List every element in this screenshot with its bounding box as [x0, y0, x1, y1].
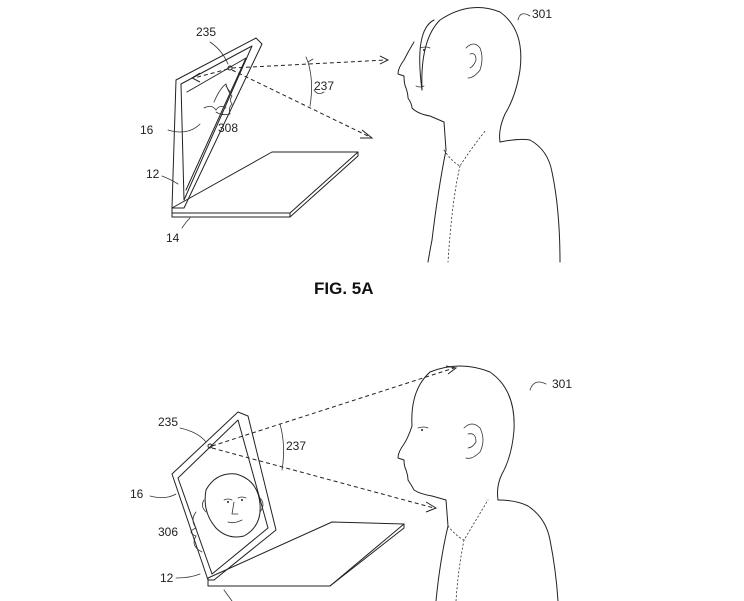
- user-profile: [397, 365, 559, 601]
- laptop-lid: [171, 37, 263, 209]
- laptop-lid: [171, 411, 277, 581]
- side-profile-face: [213, 83, 233, 116]
- sight-lines: [190, 55, 390, 139]
- front-face: [202, 473, 264, 538]
- laptop-base: [171, 151, 359, 218]
- label-display-16: 16: [130, 487, 144, 501]
- figure-5a: 235 237 301 308 16 12 14 FIG. 5A: [140, 7, 561, 298]
- label-user-301: 301: [552, 377, 572, 391]
- label-user-301: 301: [532, 7, 552, 21]
- label-lid-12: 12: [146, 167, 160, 181]
- sight-lines: [211, 365, 458, 513]
- figure-caption: FIG. 5A: [314, 279, 374, 298]
- label-camera-235: 235: [158, 415, 178, 429]
- label-face-306: 306: [158, 525, 178, 539]
- label-display-16: 16: [140, 123, 154, 137]
- label-angle-237: 237: [286, 439, 306, 453]
- label-face-308: 308: [218, 121, 238, 135]
- user-profile: [397, 7, 561, 263]
- figure-5b: 235 237 301 306 16 12: [130, 365, 572, 601]
- label-base-14: 14: [166, 231, 180, 245]
- label-camera-235: 235: [196, 25, 216, 39]
- label-angle-237: 237: [314, 79, 334, 93]
- label-lid-12: 12: [160, 571, 174, 585]
- laptop-base: [207, 521, 405, 601]
